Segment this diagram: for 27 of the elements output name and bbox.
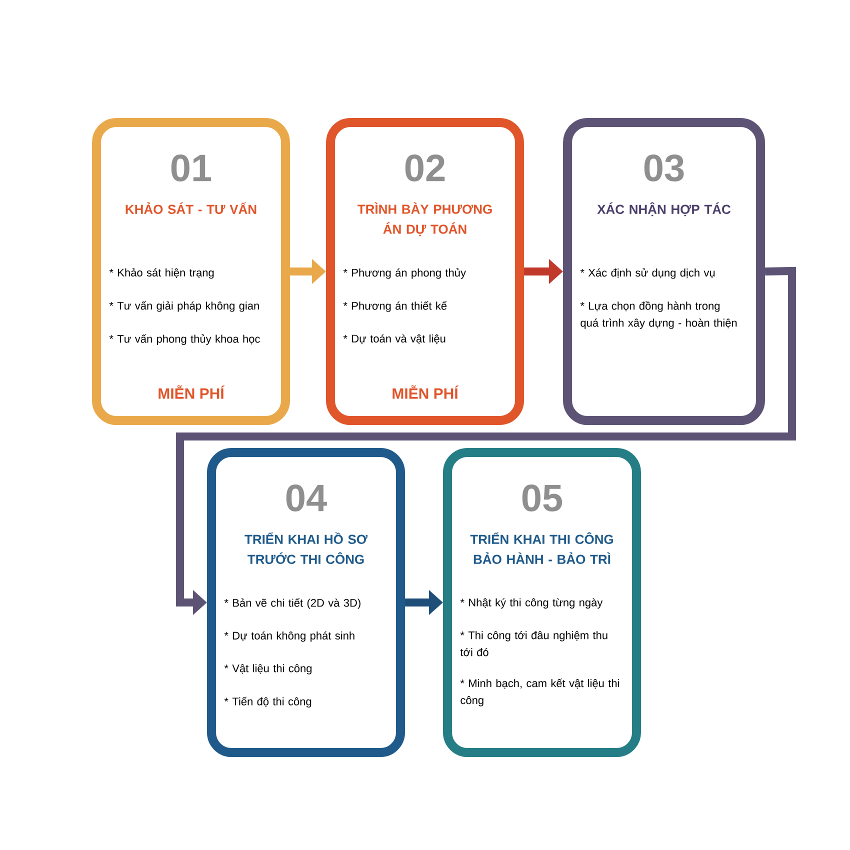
bullet-text: * Dự toán không phát sinh: [224, 631, 354, 642]
step-title: TRIỂN KHAI HỒ SƠ TRƯỚC THI CÔNG: [244, 532, 368, 564]
step-number: 01: [171, 154, 212, 182]
bullet-text: * Xác định sử dụng dịch vụ: [580, 268, 715, 279]
bullet-text: * Vật liệu thi công: [224, 664, 312, 674]
bullet-text: * Bản vẽ chi tiết (2D và 3D): [224, 598, 360, 609]
bullet-text: * Tư vấn giải pháp không gian: [109, 301, 259, 312]
bullet-text: * Thi công tới đâu nghiệm thu tới đó: [460, 631, 608, 656]
step-title: TRÌNH BÀY PHƯƠNG ÁN DỰ TOÁN: [358, 202, 492, 236]
bullet-text: * Phương án thiết kế: [343, 301, 447, 312]
bullet-text: * Lựa chọn đồng hành trong quá trình xây dựng - hoàn thiện: [580, 301, 737, 329]
bullet-text: * Minh bạch, cam kết vật liệu thi công: [460, 678, 620, 706]
step-number: 02: [405, 154, 445, 182]
free-label: MIỄN PHÍ: [392, 385, 459, 399]
step-number: 05: [522, 484, 562, 512]
step-number: 04: [286, 484, 327, 512]
bullet-text: * Nhật ký thi công từng ngày: [460, 598, 603, 609]
step-number: 03: [644, 154, 684, 182]
bullet-text: * Tiến độ thi công: [224, 696, 312, 708]
free-label: MIỄN PHÍ: [158, 385, 225, 399]
step-title: XÁC NHẬN HỢP TÁC: [597, 202, 731, 216]
bullet-text: * Phương án phong thủy: [343, 268, 466, 279]
step-title: TRIỂN KHAI THI CÔNG BẢO HÀNH - BẢO TRÌ: [470, 532, 614, 564]
bullet-text: * Tư vấn phong thủy khoa học: [109, 334, 260, 345]
bullet-text: * Khảo sát hiện trạng: [109, 268, 214, 279]
step-title: KHẢO SÁT - TƯ VẤN: [126, 202, 256, 214]
bullet-text: * Dự toán và vật liệu: [343, 334, 446, 344]
